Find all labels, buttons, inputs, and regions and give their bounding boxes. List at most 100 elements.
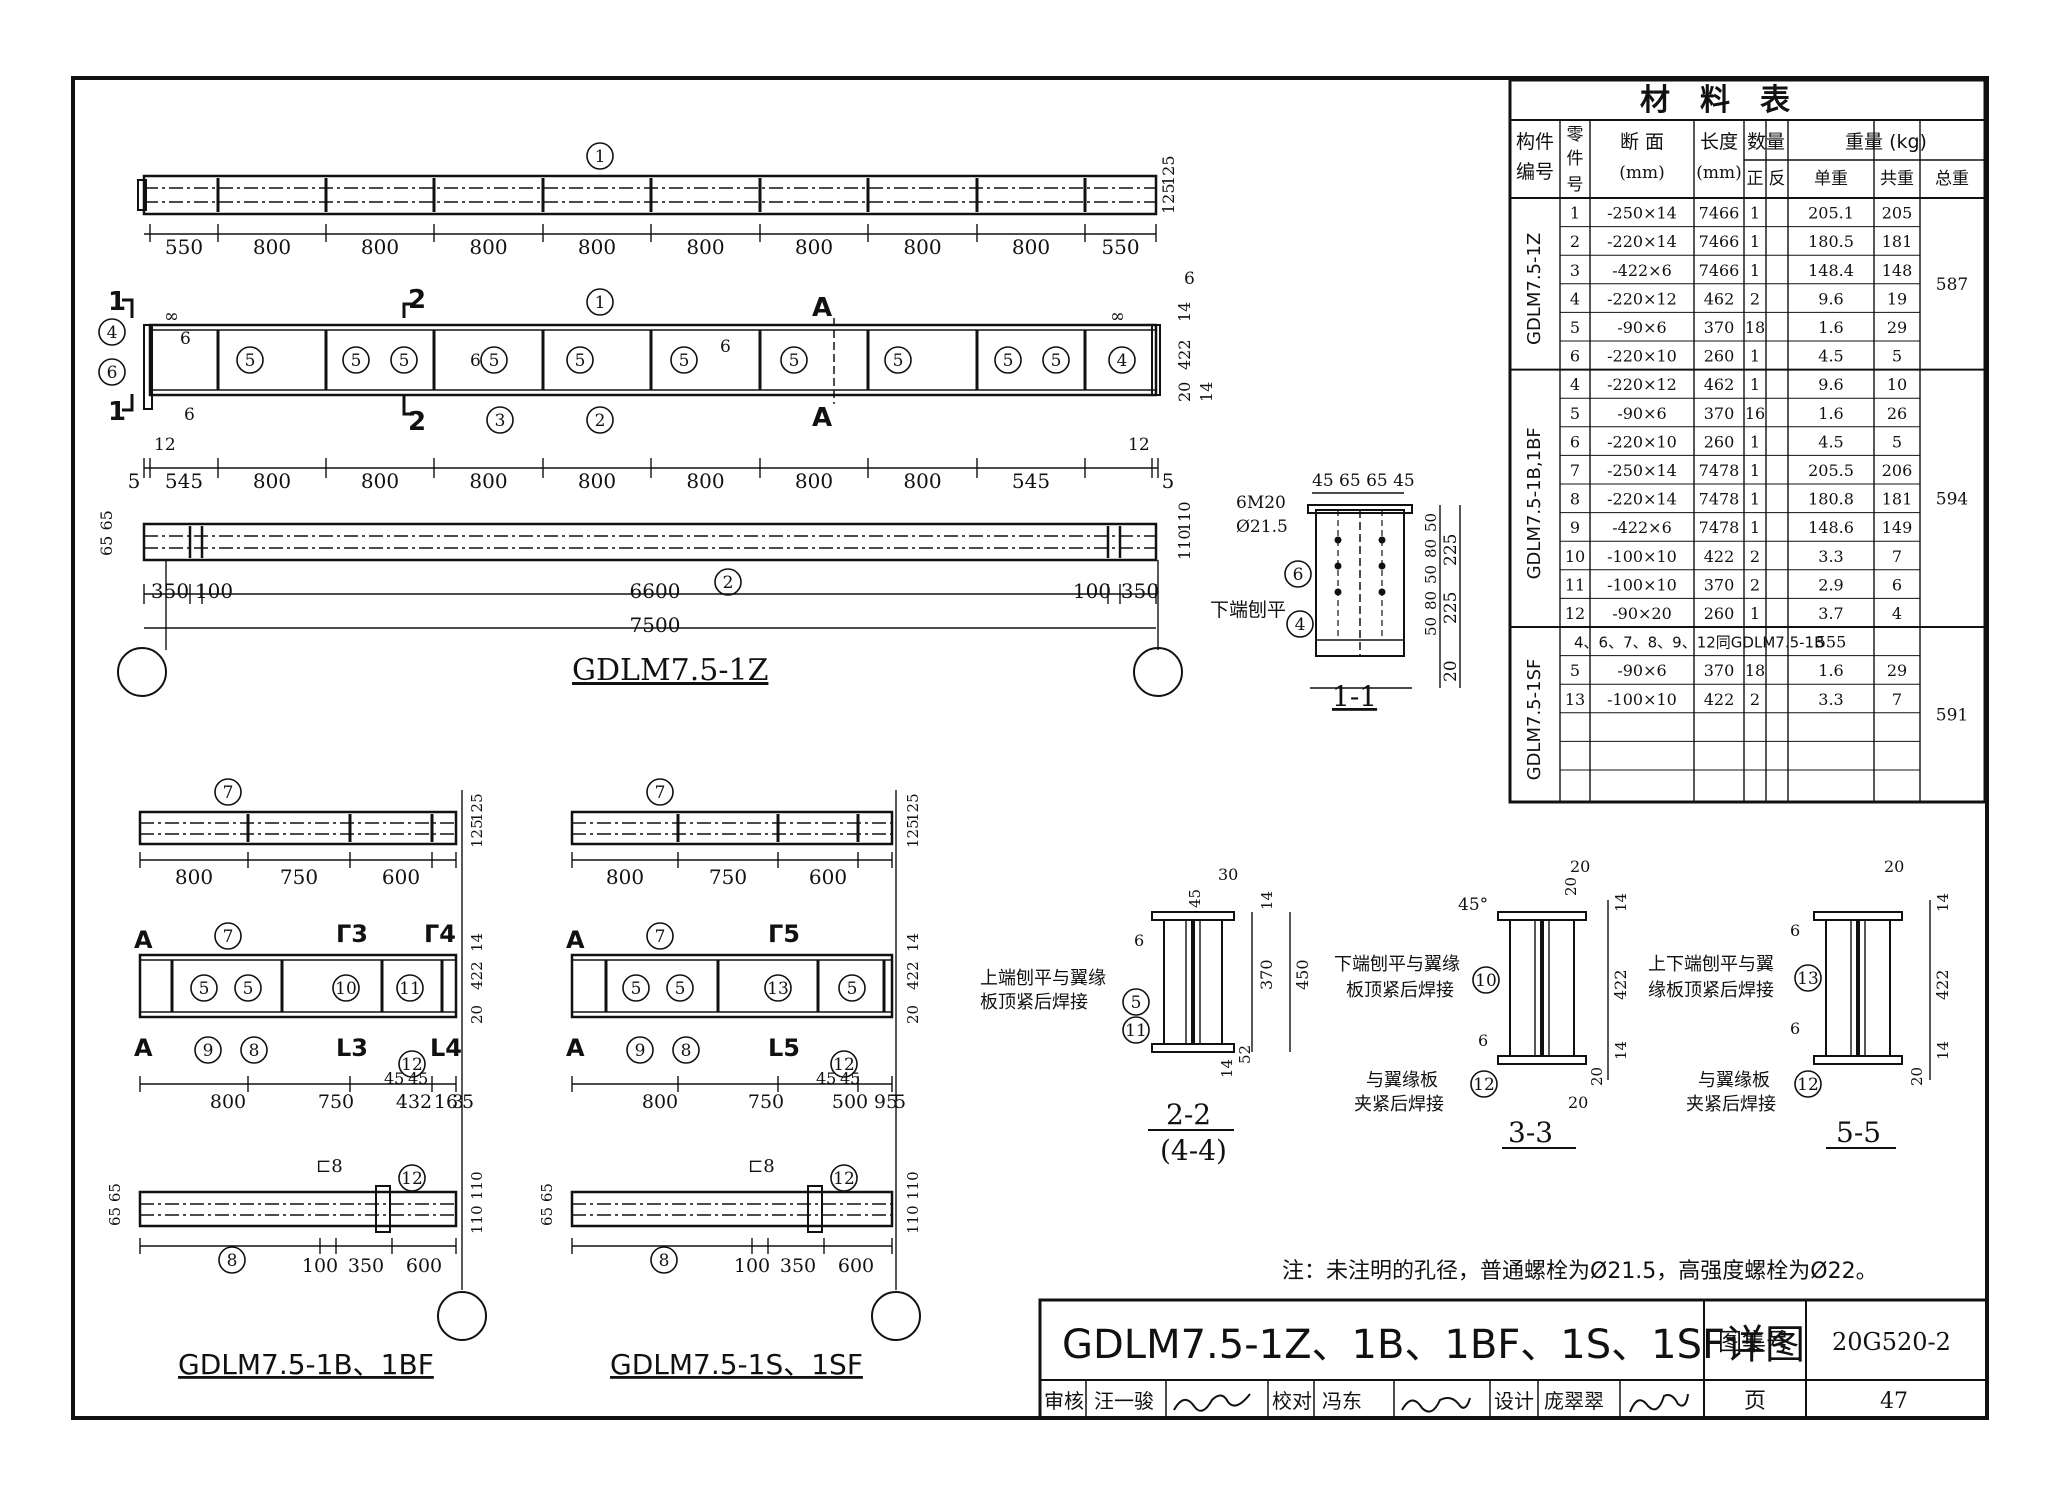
section-3-3-drawing xyxy=(1497,900,1609,1149)
section-mark-a: A xyxy=(566,1034,585,1062)
table-cell: 2 xyxy=(1570,232,1580,251)
view-mid-dimension: 750 xyxy=(318,1091,354,1113)
top-dimension-text: 800 xyxy=(686,235,724,259)
part-10-bubble xyxy=(1472,966,1500,994)
weld-size: 6 xyxy=(1184,269,1195,289)
table-cell: 1.6 xyxy=(1818,404,1843,423)
table-cell: 1 xyxy=(1750,604,1760,623)
part-9-bubble xyxy=(626,1036,654,1064)
part-bubble-label: 10 xyxy=(335,979,357,999)
part-5-bubble xyxy=(622,974,650,1002)
view-mid-dimension: 16 xyxy=(434,1091,458,1113)
total-length-text: 7500 xyxy=(630,613,681,637)
table-header-section: 断 面 xyxy=(1620,131,1664,153)
table-cell: 3.3 xyxy=(1818,547,1843,566)
side-dim: 125 xyxy=(904,793,922,822)
view-bottom-dimension: 600 xyxy=(406,1255,442,1277)
part-bubble xyxy=(332,974,360,1002)
side-dim-text: 20 xyxy=(1175,382,1194,402)
table-header-qty-pos: 正 xyxy=(1747,169,1764,189)
view-mid-dimension: 3 xyxy=(452,1091,464,1113)
part-5-bubble xyxy=(342,346,370,374)
section-1-1-bolt-note: 6M20 xyxy=(1236,493,1286,513)
part-5-bubble xyxy=(1122,988,1150,1016)
view-bottom-dimension: 600 xyxy=(838,1255,874,1277)
mid-dimension-text: 800 xyxy=(469,469,507,493)
table-same-as-note: 4、6、7、8、9、12同GDLM7.5-1B xyxy=(1574,634,1824,652)
part-13-bubble-label: 13 xyxy=(1797,969,1819,989)
table-cell: -220×14 xyxy=(1607,232,1677,251)
table-cell: 6 xyxy=(1892,575,1902,594)
table-cell: 1 xyxy=(1750,432,1760,451)
part-5-bubble-label: 5 xyxy=(675,979,686,999)
section-5-5-dim: 14 xyxy=(1934,1041,1952,1060)
side-dim: 422 xyxy=(904,961,922,990)
part-1-bubble xyxy=(586,288,614,316)
part-5-bubble xyxy=(994,346,1022,374)
table-cell: 11 xyxy=(1565,575,1585,594)
table-cell: 1 xyxy=(1750,232,1760,251)
section-3-3-angle: 45° xyxy=(1458,895,1488,915)
title-block xyxy=(1038,1298,1989,1420)
table-cell: -250×14 xyxy=(1607,204,1677,223)
main-elevation-labels: GDLM7.5-1Z xyxy=(572,653,768,688)
mid-dimension-text: 800 xyxy=(578,469,616,493)
table-cell: 149 xyxy=(1882,518,1913,537)
table-cell: 9.6 xyxy=(1818,289,1843,308)
part-11-bubble-label: 11 xyxy=(399,979,421,999)
table-cell: 8 xyxy=(1570,490,1580,509)
part-8-bubble-label: 8 xyxy=(681,1041,692,1061)
side-dim: 20 xyxy=(468,1005,486,1024)
weld-size: 6 xyxy=(1790,921,1800,940)
table-header-sum-weight: 共重 xyxy=(1880,169,1914,189)
part-5-bubble-label: 5 xyxy=(631,979,642,999)
drawing-frame xyxy=(71,76,1989,1420)
part-12-bubble-label: 12 xyxy=(401,1055,423,1075)
part-13-bubble xyxy=(1794,964,1822,992)
table-cell: 7478 xyxy=(1699,461,1740,480)
view-mid-dimension: 432 xyxy=(396,1091,432,1113)
bolt-hole xyxy=(1334,588,1342,596)
table-cell: 1 xyxy=(1750,375,1760,394)
table-cell: 6 xyxy=(1570,347,1580,366)
small-dim: 45 xyxy=(384,1069,404,1088)
table-cell: 148.4 xyxy=(1808,261,1854,280)
view-mid-dimension: 800 xyxy=(642,1091,678,1113)
side-dim: 125 xyxy=(904,819,922,848)
table-cell: 7466 xyxy=(1699,232,1740,251)
section-2-2-dim: 30 xyxy=(1218,865,1238,884)
table-cell: -90×20 xyxy=(1612,604,1672,623)
view-top-dimension: 750 xyxy=(709,865,747,889)
view-mid-dimension: 800 xyxy=(210,1091,246,1113)
mid-dimension-text: 800 xyxy=(686,469,724,493)
table-cell: 4.5 xyxy=(1818,432,1843,451)
table-cell: 9.6 xyxy=(1818,375,1843,394)
part-6-bubble xyxy=(98,358,126,386)
section-1-1-right-dim: 50 xyxy=(1422,565,1440,584)
table-cell: -422×6 xyxy=(1612,518,1672,537)
weld-size: 6 xyxy=(1790,1019,1800,1038)
section-1-1-outer-dim: 225 xyxy=(1441,534,1461,566)
top-dimension-text: 550 xyxy=(1101,235,1139,259)
part-12-bubble-label: 12 xyxy=(1797,1075,1819,1095)
table-cell: -100×10 xyxy=(1607,690,1677,709)
section-mark-a: A xyxy=(566,926,585,954)
table-header-member: 构件 xyxy=(1516,131,1554,153)
part-5-bubble-label: 5 xyxy=(399,351,410,371)
part-8-bubble-label: 8 xyxy=(227,1251,238,1271)
weld-size: 6 xyxy=(1478,1031,1488,1050)
side-dim: 110 xyxy=(468,1205,486,1234)
side-dim: 14 xyxy=(468,933,486,952)
table-cell: 1 xyxy=(1750,347,1760,366)
side-dim-text: 14 xyxy=(1175,302,1194,322)
table-cell: -250×14 xyxy=(1607,461,1677,480)
side-dim: 110 xyxy=(468,1171,486,1200)
table-header-member: 编号 xyxy=(1516,161,1554,183)
section-mark-2: 2 xyxy=(408,407,426,437)
table-header-part: 号 xyxy=(1567,175,1584,195)
part-7-bubble-label: 7 xyxy=(655,783,666,803)
title-block-text: GDLM7.5-1Z、1B、1BF、1S、1SF详图 图集号 20G520-2 … xyxy=(1044,1322,1951,1414)
part-7-bubble xyxy=(646,778,674,806)
part-5-bubble xyxy=(190,974,218,1002)
table-cell: 7 xyxy=(1892,547,1902,566)
